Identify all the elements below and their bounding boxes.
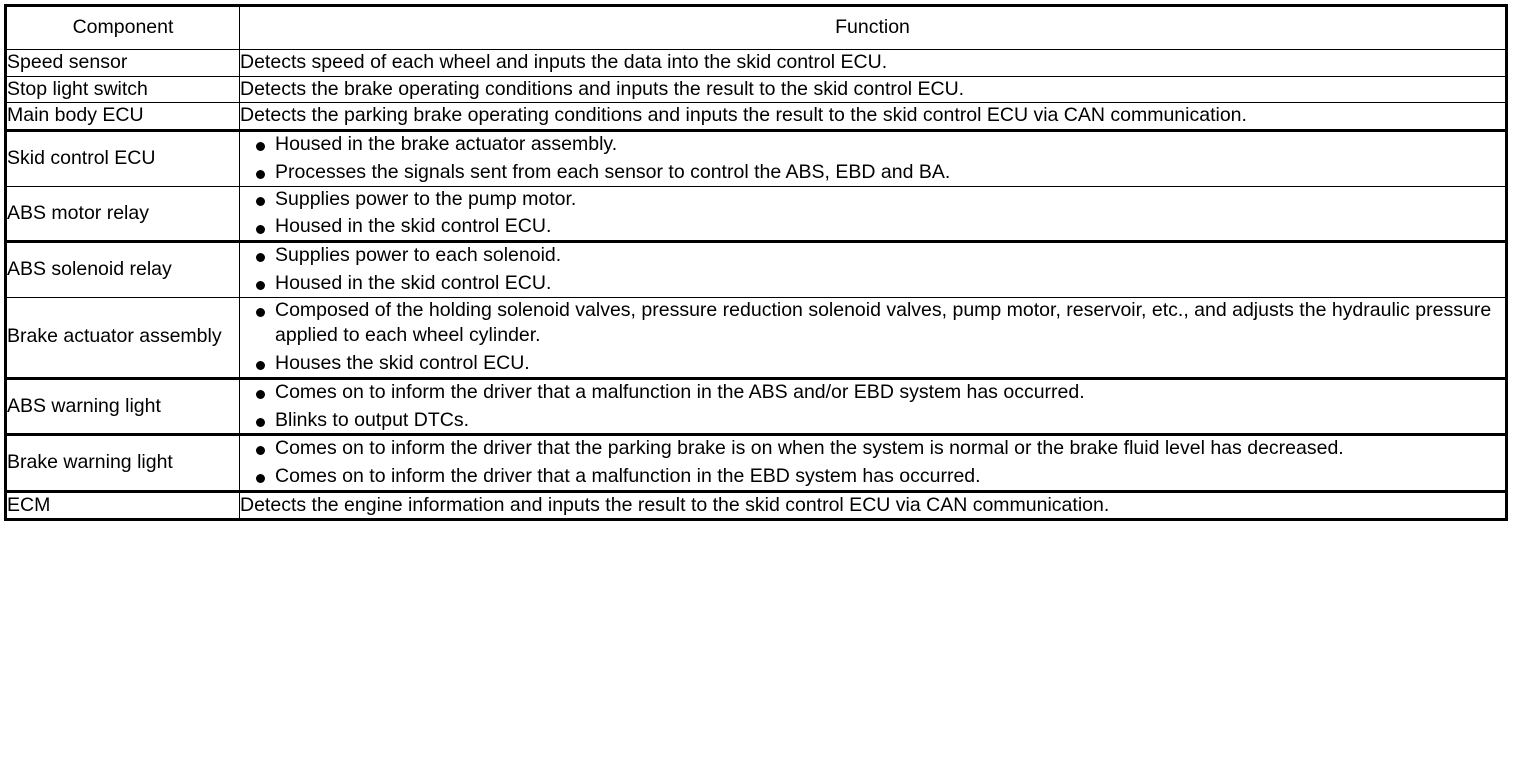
list-item-text: Supplies power to each solenoid. bbox=[275, 244, 562, 267]
list-item: Housed in the brake actuator assembly. bbox=[240, 132, 1505, 158]
table-row: Brake warning light Comes on to inform t… bbox=[5, 433, 1507, 492]
function-bullet-list: Composed of the holding solenoid valves,… bbox=[240, 298, 1505, 377]
list-item: Comes on to inform the driver that a mal… bbox=[240, 380, 1505, 406]
cell-function: Comes on to inform the driver that the p… bbox=[239, 433, 1507, 492]
list-item: Supplies power to each solenoid. bbox=[240, 243, 1505, 269]
cell-component: Stop light switch bbox=[5, 75, 240, 104]
table-row: Stop light switch Detects the brake oper… bbox=[5, 75, 1507, 104]
cell-component: Skid control ECU bbox=[5, 129, 240, 187]
cell-function: Detects the parking brake operating cond… bbox=[239, 102, 1507, 132]
function-text: Detects speed of each wheel and inputs t… bbox=[240, 51, 888, 73]
cell-function: Comes on to inform the driver that a mal… bbox=[239, 376, 1507, 436]
list-item: Comes on to inform the driver that the p… bbox=[240, 436, 1505, 462]
table-body: Speed sensor Detects speed of each wheel… bbox=[5, 49, 1507, 521]
bullet-icon bbox=[256, 474, 265, 484]
list-item-text: Houses the skid control ECU. bbox=[275, 352, 530, 375]
bullet-icon bbox=[256, 389, 265, 399]
list-item-text: Housed in the skid control ECU. bbox=[275, 215, 552, 238]
cell-component: ABS solenoid relay bbox=[5, 240, 240, 298]
list-item-text: Composed of the holding solenoid valves,… bbox=[275, 298, 1492, 347]
table-row: ABS warning light Comes on to inform the… bbox=[5, 376, 1507, 436]
bullet-icon bbox=[256, 361, 265, 371]
bullet-icon bbox=[256, 417, 265, 427]
function-text: Detects the parking brake operating cond… bbox=[240, 104, 1247, 127]
list-item-text: Supplies power to the pump motor. bbox=[275, 187, 577, 210]
cell-function: Detects the brake operating conditions a… bbox=[239, 75, 1507, 104]
cell-function: Detects speed of each wheel and inputs t… bbox=[239, 49, 1507, 77]
table-row: Brake actuator assembly Composed of the … bbox=[5, 296, 1507, 379]
function-text: Detects the brake operating conditions a… bbox=[240, 77, 965, 100]
component-function-table: Component Function Speed sensor Detects … bbox=[4, 4, 1508, 522]
list-item: Blinks to output DTCs. bbox=[240, 408, 1505, 434]
bullet-icon bbox=[256, 142, 265, 152]
cell-function: Housed in the brake actuator assembly. P… bbox=[239, 129, 1507, 187]
bullet-icon bbox=[256, 253, 265, 263]
cell-function: Composed of the holding solenoid valves,… bbox=[239, 296, 1507, 379]
cell-function: Supplies power to the pump motor. Housed… bbox=[239, 185, 1507, 243]
function-bullet-list: Comes on to inform the driver that a mal… bbox=[240, 380, 1505, 433]
column-header-component: Component bbox=[5, 5, 240, 50]
table-row: ECM Detects the engine information and i… bbox=[5, 489, 1507, 521]
list-item-text: Comes on to inform the driver that a mal… bbox=[275, 465, 981, 488]
list-item-text: Housed in the skid control ECU. bbox=[275, 271, 552, 294]
table-row: ABS solenoid relay Supplies power to eac… bbox=[5, 240, 1507, 298]
table-header: Component Function bbox=[5, 5, 1507, 50]
cell-component: Brake warning light bbox=[5, 433, 240, 492]
table-row: Skid control ECU Housed in the brake act… bbox=[5, 129, 1507, 187]
bullet-icon bbox=[256, 170, 265, 180]
function-bullet-list: Comes on to inform the driver that the p… bbox=[240, 436, 1505, 489]
cell-component: ABS warning light bbox=[5, 376, 240, 436]
cell-component: Main body ECU bbox=[5, 102, 240, 132]
component-function-table-container: Component Function Speed sensor Detects … bbox=[4, 4, 1508, 762]
bullet-icon bbox=[256, 307, 265, 317]
list-item: Comes on to inform the driver that a mal… bbox=[240, 464, 1505, 490]
list-item-text: Comes on to inform the driver that the p… bbox=[275, 437, 1344, 460]
list-item-text: Comes on to inform the driver that a mal… bbox=[275, 380, 1085, 403]
cell-component: ECM bbox=[5, 489, 240, 521]
list-item-text: Processes the signals sent from each sen… bbox=[275, 160, 951, 183]
function-bullet-list: Supplies power to the pump motor. Housed… bbox=[240, 187, 1505, 240]
list-item: Processes the signals sent from each sen… bbox=[240, 160, 1505, 186]
list-item-text: Blinks to output DTCs. bbox=[275, 408, 469, 431]
list-item-text: Housed in the brake actuator assembly. bbox=[275, 133, 618, 156]
cell-function: Detects the engine information and input… bbox=[239, 489, 1507, 521]
cell-component: Speed sensor bbox=[5, 49, 240, 77]
bullet-icon bbox=[256, 196, 265, 206]
function-text: Detects the engine information and input… bbox=[240, 493, 1110, 516]
list-item: Housed in the skid control ECU. bbox=[240, 271, 1505, 297]
list-item: Composed of the holding solenoid valves,… bbox=[240, 298, 1505, 349]
table-row: Speed sensor Detects speed of each wheel… bbox=[5, 49, 1507, 77]
table-row: ABS motor relay Supplies power to the pu… bbox=[5, 185, 1507, 243]
bullet-icon bbox=[256, 224, 265, 234]
cell-function: Supplies power to each solenoid. Housed … bbox=[239, 240, 1507, 298]
bullet-icon bbox=[256, 446, 265, 456]
cell-component: ABS motor relay bbox=[5, 185, 240, 243]
table-header-row: Component Function bbox=[5, 5, 1507, 50]
list-item: Supplies power to the pump motor. bbox=[240, 187, 1505, 213]
column-header-function: Function bbox=[239, 5, 1507, 50]
cell-component: Brake actuator assembly bbox=[5, 296, 240, 379]
list-item: Houses the skid control ECU. bbox=[240, 351, 1505, 377]
bullet-icon bbox=[256, 281, 265, 290]
table-row: Main body ECU Detects the parking brake … bbox=[5, 102, 1507, 132]
function-bullet-list: Housed in the brake actuator assembly. P… bbox=[240, 132, 1505, 185]
function-bullet-list: Supplies power to each solenoid. Housed … bbox=[240, 243, 1505, 296]
list-item: Housed in the skid control ECU. bbox=[240, 214, 1505, 240]
